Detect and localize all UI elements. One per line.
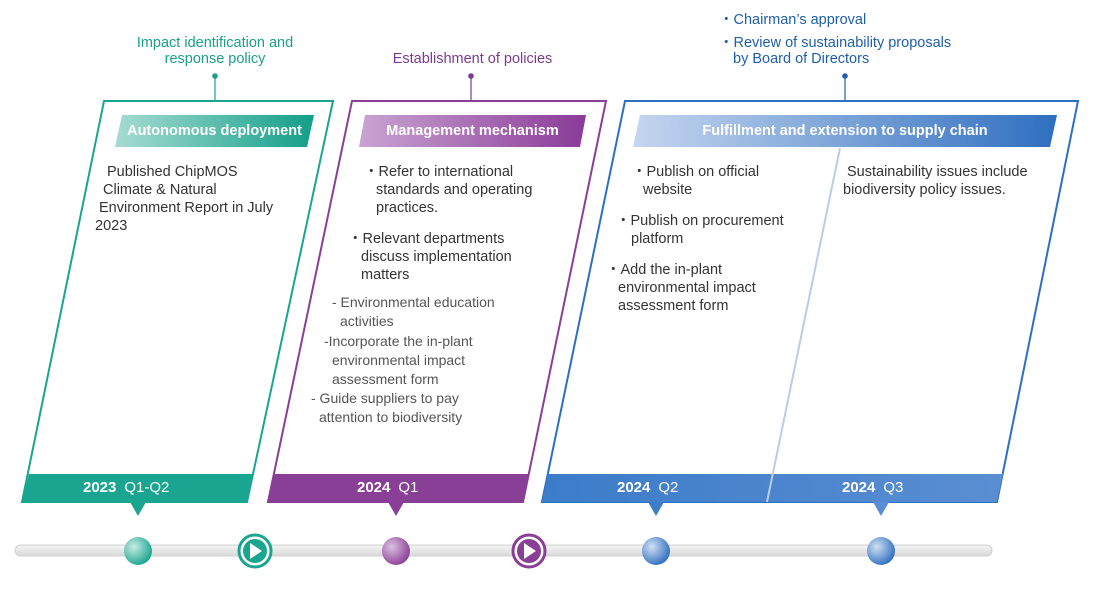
panel-2-sub-item: - Guide suppliers to pay bbox=[311, 390, 459, 406]
panel-1-text-line: 2023 bbox=[95, 218, 128, 234]
panel-3-year-label-q2: 2024 Q2 bbox=[617, 479, 678, 496]
panel-3-banner-shape bbox=[633, 115, 1057, 147]
panel-3-banner: Fulfillment and extension to supply chai… bbox=[702, 123, 988, 139]
period-value: Q3 bbox=[883, 479, 904, 496]
panel-3-bullet-1-cont: website bbox=[643, 182, 693, 198]
panel-2-bullet-1: ・Refer to international bbox=[364, 164, 514, 180]
panel-3-year-pointer-right bbox=[873, 502, 889, 516]
panel-3-bullet-1: ・Publish on official bbox=[632, 164, 760, 180]
panel-3-year-pointer-left bbox=[648, 502, 664, 516]
panel-3-bullet-3: ・Add the in-plant bbox=[606, 262, 723, 278]
node-2023-q1q2[interactable] bbox=[124, 537, 152, 565]
play-icon[interactable] bbox=[237, 533, 273, 569]
panel-2-sub-item: environmental impact bbox=[332, 352, 466, 368]
panel-1-banner-shape bbox=[115, 115, 314, 147]
panel-2-bullet-1-cont: standards and operating bbox=[376, 182, 533, 198]
annotation-board-review-cont: by Board of Directors bbox=[733, 51, 870, 67]
node-2024-q2[interactable] bbox=[642, 537, 670, 565]
panel-3-bullet-2: ・Publish on procurement bbox=[616, 213, 784, 229]
panel-2-sub-item: activities bbox=[340, 313, 394, 329]
panel-3-divider bbox=[766, 147, 841, 503]
panel-1-text-line: Climate & Natural bbox=[103, 182, 217, 198]
annotation-establishment: Establishment of policies bbox=[392, 51, 553, 67]
panel-3-year-bar bbox=[542, 474, 1003, 502]
panel-2-banner-shape bbox=[359, 115, 586, 147]
period-value: Q2 bbox=[658, 479, 679, 496]
panel-3-right-text: Sustainability issues include bbox=[847, 164, 1028, 180]
annotation-chairman-approval: ・Chairman’s approval bbox=[719, 12, 867, 28]
annotation-impact-identification: Impact identification and response polic… bbox=[110, 35, 320, 67]
annotation-line: Impact identification and bbox=[136, 35, 294, 51]
panel-1-year-bar bbox=[22, 474, 253, 502]
panel-1-year-label: 2023 Q1-Q2 bbox=[83, 479, 169, 496]
panel-3-right-text: biodiversity policy issues. bbox=[843, 182, 1006, 198]
panel-3-bullet-3-cont: assessment form bbox=[618, 298, 729, 314]
panel-1-text-line: Environment Report in July bbox=[99, 200, 274, 216]
panel-2-sub-item: assessment form bbox=[332, 371, 439, 387]
panel-2-year-bar bbox=[268, 474, 529, 502]
connector-teal bbox=[212, 73, 218, 101]
panel-3-year-label-q3: 2024 Q3 bbox=[842, 479, 903, 496]
year-value: 2023 bbox=[83, 479, 117, 496]
panel-2-bullet-2-cont: matters bbox=[361, 267, 410, 283]
panel-3-bullet-2-cont: platform bbox=[631, 231, 684, 247]
panel-2-sub-item: - Environmental education bbox=[332, 294, 495, 310]
panel-2-banner: Management mechanism bbox=[386, 123, 559, 139]
panel-2-bullet-2: ・Relevant departments bbox=[348, 231, 505, 247]
period-value: Q1-Q2 bbox=[124, 479, 170, 496]
panel-2-sub-item: -Incorporate the in-plant bbox=[324, 333, 473, 349]
panel-2-year-label: 2024 Q1 bbox=[357, 479, 418, 496]
annotation-line: response policy bbox=[164, 51, 266, 67]
connector-blue bbox=[842, 73, 848, 101]
annotation-board-review: ・Review of sustainability proposals bbox=[719, 35, 952, 51]
period-value: Q1 bbox=[398, 479, 419, 496]
panel-1-year-pointer bbox=[130, 502, 146, 516]
panel-2-bullet-2-cont: discuss implementation bbox=[361, 249, 512, 265]
year-value: 2024 bbox=[842, 479, 876, 496]
node-2024-q3[interactable] bbox=[867, 537, 895, 565]
timeline-track bbox=[14, 544, 993, 557]
panel-1-text-line: Published ChipMOS bbox=[107, 164, 238, 180]
play-icon[interactable] bbox=[511, 533, 547, 569]
panel-2-year-pointer bbox=[388, 502, 404, 516]
connector-purple bbox=[468, 73, 474, 101]
year-value: 2024 bbox=[357, 479, 391, 496]
node-2024-q1[interactable] bbox=[382, 537, 410, 565]
year-value: 2024 bbox=[617, 479, 651, 496]
panel-1-banner: Autonomous deployment bbox=[127, 123, 302, 139]
panel-2-sub-item: attention to biodiversity bbox=[319, 409, 463, 425]
panel-2-bullet-1-cont: practices. bbox=[376, 200, 439, 216]
panel-3-bullet-3-cont: environmental impact bbox=[618, 280, 756, 296]
